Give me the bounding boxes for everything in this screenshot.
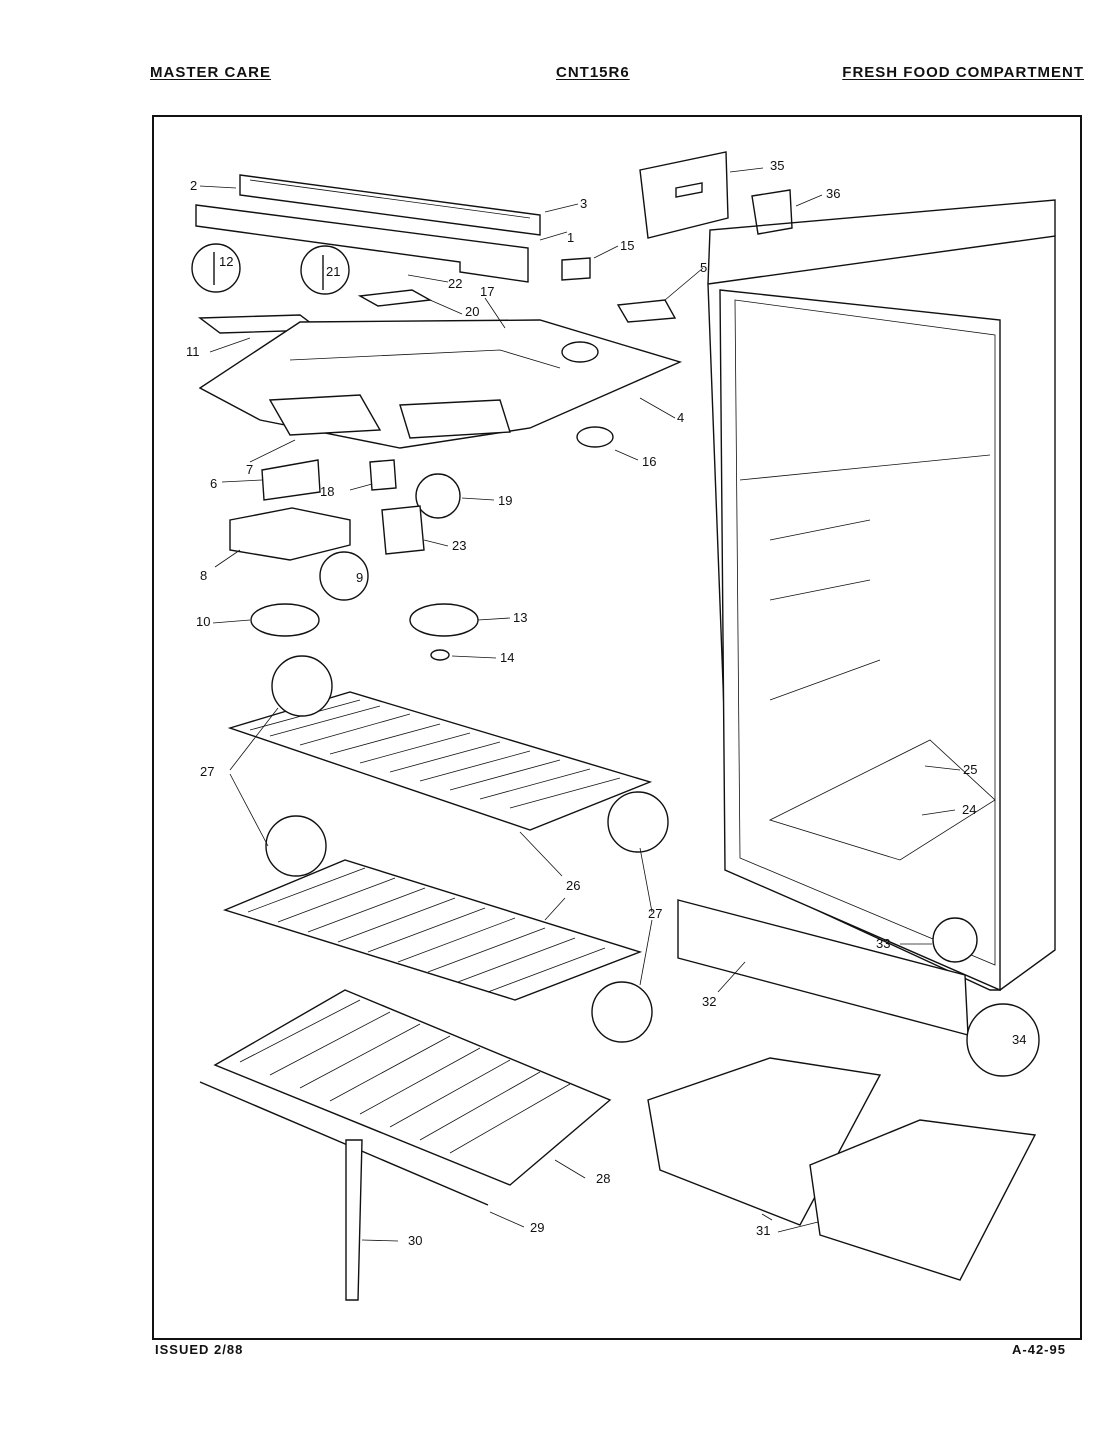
- callout-27-right: 27: [648, 906, 662, 921]
- callout-19: 19: [498, 493, 512, 508]
- knob-10: [250, 603, 320, 637]
- plate-20: [357, 289, 433, 307]
- callout-4: 4: [677, 410, 684, 425]
- callout-11: 11: [186, 344, 200, 359]
- callout-20: 20: [465, 304, 479, 319]
- strip-30: [345, 1139, 363, 1301]
- callout-32: 32: [702, 994, 716, 1009]
- callout-10: 10: [196, 614, 210, 629]
- control-housing-4: [198, 319, 683, 449]
- footer-page-code: A-42-95: [1012, 1342, 1066, 1357]
- callout-18: 18: [320, 484, 334, 499]
- clip-5: [616, 299, 677, 323]
- callout-35: 35: [770, 158, 784, 173]
- header-section: FRESH FOOD COMPARTMENT: [842, 64, 1084, 81]
- callout-27-left: 27: [200, 764, 214, 779]
- callout-26-upper: 26: [566, 878, 580, 893]
- callout-9: 9: [356, 570, 363, 585]
- callout-34: 34: [1012, 1032, 1026, 1047]
- callout-28: 28: [596, 1171, 610, 1186]
- header-brand: MASTER CARE: [150, 64, 272, 81]
- callout-1: 1: [567, 230, 574, 245]
- washer-14: [430, 649, 450, 661]
- callout-36: 36: [826, 186, 840, 201]
- crisper-drawers-31: [647, 1057, 1037, 1281]
- endcap-detail-27b: [265, 815, 327, 877]
- fastener-detail-12: [191, 243, 241, 293]
- callout-15: 15: [620, 238, 634, 253]
- bulb-19: [415, 473, 461, 519]
- callout-labels: 1 2 3 4 5 6 7 8 9 10 11 12 13 14 15 16 1…: [186, 158, 1026, 1248]
- rod-29: [199, 1081, 489, 1206]
- callout-14: 14: [500, 650, 514, 665]
- leveler-detail-34: [966, 1003, 1040, 1077]
- callout-3: 3: [580, 196, 587, 211]
- header-model: CNT15R6: [556, 64, 630, 81]
- callout-25: 25: [963, 762, 977, 777]
- cabinet: [707, 199, 1056, 992]
- leader-lines: [199, 167, 961, 1242]
- callout-33: 33: [876, 936, 890, 951]
- callout-8: 8: [200, 568, 207, 583]
- knob-13: [409, 603, 479, 637]
- screw-detail-9: [319, 551, 369, 601]
- callout-5: 5: [700, 260, 707, 275]
- callout-24: 24: [962, 802, 976, 817]
- callout-16: 16: [642, 454, 656, 469]
- hinge-36: [751, 189, 793, 235]
- shelf-bottom-28: [213, 989, 612, 1186]
- callout-23: 23: [452, 538, 466, 553]
- endcap-detail-27d: [591, 981, 653, 1043]
- callout-31: 31: [756, 1223, 770, 1238]
- callout-7: 7: [246, 462, 253, 477]
- diagram-frame: [152, 115, 1082, 1340]
- callout-13: 13: [513, 610, 527, 625]
- endcap-detail-27c: [607, 791, 669, 853]
- footer-issued: ISSUED 2/88: [155, 1342, 244, 1357]
- box-8: [229, 507, 351, 561]
- socket-18: [369, 459, 397, 491]
- callout-29: 29: [530, 1220, 544, 1235]
- fastener-detail-21: [300, 245, 350, 295]
- callout-22: 22: [448, 276, 462, 291]
- callout-21: 21: [326, 264, 340, 279]
- ring-16: [576, 426, 614, 448]
- shelf-middle-26: [222, 859, 643, 1001]
- light-shield-assembly: [195, 174, 541, 283]
- switch-23: [381, 505, 425, 555]
- endcap-detail-27a: [271, 655, 333, 717]
- thermostat-6: [261, 459, 321, 501]
- sensor-15: [561, 257, 591, 281]
- shelf-upper-26: [227, 691, 653, 831]
- callout-12: 12: [219, 254, 233, 269]
- callout-2: 2: [190, 178, 197, 193]
- callout-17: 17: [480, 284, 494, 299]
- callout-30: 30: [408, 1233, 422, 1248]
- callout-6: 6: [210, 476, 217, 491]
- bracket-33: [932, 917, 978, 963]
